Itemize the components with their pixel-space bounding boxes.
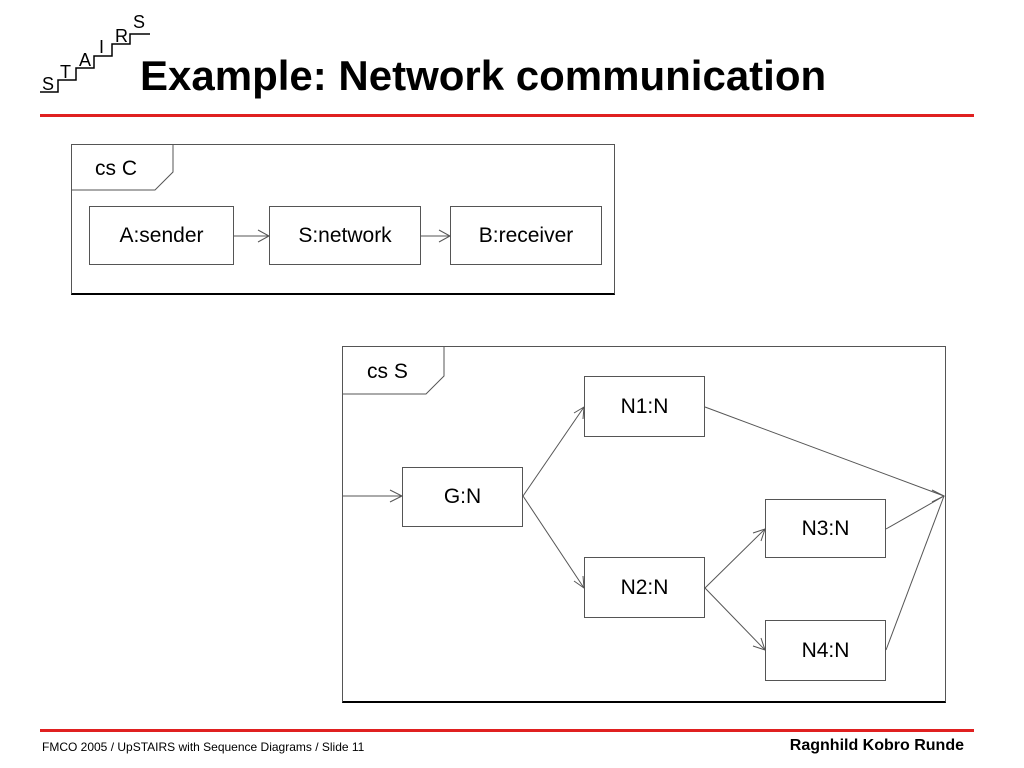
frame-cs-c-tab: cs C bbox=[71, 144, 174, 191]
node-n4: N4:N bbox=[765, 620, 886, 681]
footer-rule bbox=[40, 729, 974, 732]
arrow-n2-to-n4 bbox=[704, 587, 766, 651]
slide-title: Example: Network communication bbox=[140, 52, 827, 99]
frame-cs-s-tab: cs S bbox=[342, 346, 445, 395]
frame-cs-s-label: cs S bbox=[367, 360, 408, 383]
footer-author: Ragnhild Kobro Runde bbox=[789, 737, 964, 754]
stairs-logo: S T A I R S bbox=[40, 12, 150, 94]
arrow-n2-to-n3 bbox=[704, 528, 766, 589]
arrow-n1-to-gate bbox=[704, 406, 945, 497]
node-b-receiver: B:receiver bbox=[450, 206, 602, 265]
arrow-g-to-n2 bbox=[522, 495, 585, 589]
logo-letter-2: T bbox=[60, 62, 71, 82]
node-s-network: S:network bbox=[269, 206, 421, 265]
arrow-n3-to-gate bbox=[885, 495, 945, 530]
logo-letter-5: R bbox=[115, 26, 128, 46]
arrow-g-to-n1 bbox=[522, 406, 585, 497]
footer-slide-info: FMCO 2005 / UpSTAIRS with Sequence Diagr… bbox=[42, 740, 365, 754]
node-n2: N2:N bbox=[584, 557, 705, 618]
node-n1: N1:N bbox=[584, 376, 705, 437]
logo-letter-4: I bbox=[99, 37, 104, 57]
node-n3: N3:N bbox=[765, 499, 886, 558]
logo-letter-3: A bbox=[79, 50, 91, 70]
node-a-sender: A:sender bbox=[89, 206, 234, 265]
logo-letter-6: S bbox=[133, 12, 145, 32]
arrow-n4-to-gate bbox=[885, 495, 945, 651]
logo-letter-1: S bbox=[42, 74, 54, 94]
node-g: G:N bbox=[402, 467, 523, 527]
frame-cs-c-label: cs C bbox=[95, 157, 137, 180]
title-rule bbox=[40, 114, 974, 117]
